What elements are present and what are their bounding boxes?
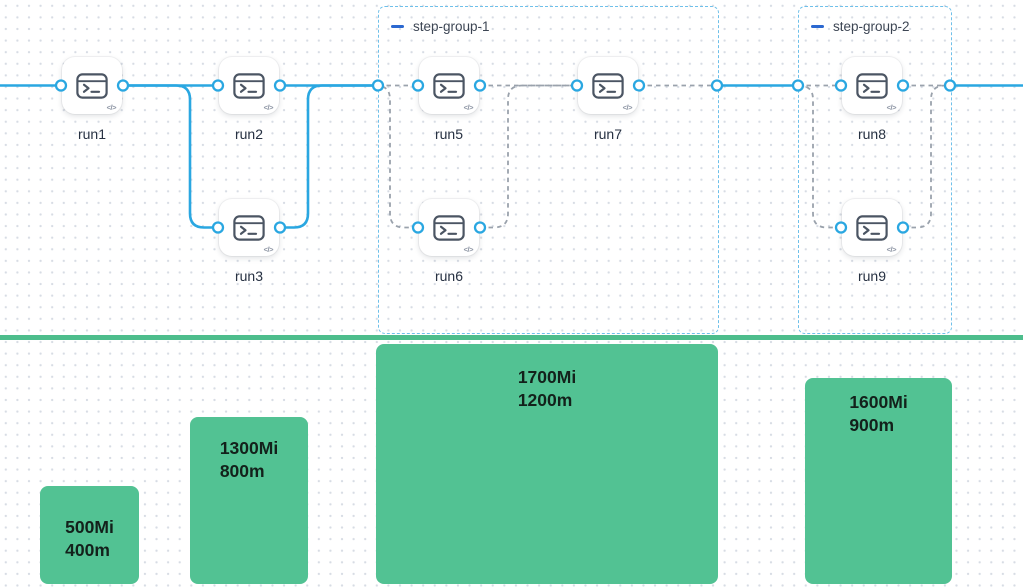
code-icon: </> — [263, 245, 274, 254]
port-run5-in[interactable] — [411, 79, 425, 92]
node-run3[interactable]: </> — [219, 199, 279, 256]
node-label: run2 — [234, 126, 264, 142]
code-icon: </> — [622, 103, 633, 112]
terminal-icon — [433, 214, 465, 241]
resource-bar: 1600Mi 900m — [805, 378, 952, 584]
port-group1-out[interactable] — [710, 79, 724, 92]
resource-divider — [0, 335, 1023, 340]
cpu-value: 800m — [219, 461, 265, 481]
code-icon: </> — [463, 245, 474, 254]
node-label: run1 — [77, 126, 107, 142]
resource-bar-label: 500Mi 400m — [65, 516, 114, 562]
port-group2-in[interactable] — [791, 79, 805, 92]
group-label: step-group-1 — [413, 19, 490, 34]
node-run1[interactable]: </> — [62, 57, 122, 114]
code-icon: </> — [463, 103, 474, 112]
node-label: run7 — [593, 126, 623, 142]
port-group1-in[interactable] — [371, 79, 385, 92]
terminal-icon — [233, 72, 265, 99]
port-run1-out[interactable] — [116, 79, 130, 92]
node-run9[interactable]: </> — [842, 199, 902, 256]
resource-bar: 1300Mi 800m — [190, 417, 308, 584]
node-run2[interactable]: </> — [219, 57, 279, 114]
node-label: run5 — [434, 126, 464, 142]
port-run6-out[interactable] — [473, 221, 487, 234]
node-run5[interactable]: </> — [419, 57, 479, 114]
port-run6-in[interactable] — [411, 221, 425, 234]
node-run8[interactable]: </> — [842, 57, 902, 114]
port-run7-in[interactable] — [570, 79, 584, 92]
memory-value: 1700Mi — [517, 367, 577, 387]
node-run7[interactable]: </> — [578, 57, 638, 114]
group-header: step-group-1 — [391, 20, 490, 34]
collapse-icon[interactable] — [391, 25, 404, 29]
memory-value: 500Mi — [65, 517, 114, 537]
port-run2-out[interactable] — [273, 79, 287, 92]
port-run2-in[interactable] — [211, 79, 225, 92]
port-run5-out[interactable] — [473, 79, 487, 92]
collapse-icon[interactable] — [811, 25, 824, 29]
port-run7-out[interactable] — [632, 79, 646, 92]
code-icon: </> — [263, 103, 274, 112]
port-run8-out[interactable] — [896, 79, 910, 92]
resource-bar-label: 1300Mi 800m — [220, 437, 278, 483]
resource-bar-label: 1600Mi 900m — [849, 391, 907, 437]
terminal-icon — [233, 214, 265, 241]
code-icon: </> — [886, 245, 897, 254]
node-label: run8 — [857, 126, 887, 142]
cpu-value: 1200m — [517, 390, 573, 410]
port-run8-in[interactable] — [834, 79, 848, 92]
terminal-icon — [76, 72, 108, 99]
port-run9-in[interactable] — [834, 221, 848, 234]
node-label: run3 — [234, 268, 264, 284]
code-icon: </> — [886, 103, 897, 112]
node-label: run9 — [857, 268, 887, 284]
port-run3-out[interactable] — [273, 221, 287, 234]
node-label: run6 — [434, 268, 464, 284]
group-header: step-group-2 — [811, 20, 910, 34]
group-label: step-group-2 — [833, 19, 910, 34]
resource-bar: 1700Mi 1200m — [376, 344, 718, 584]
cpu-value: 400m — [65, 540, 110, 560]
terminal-icon — [856, 214, 888, 241]
port-run1-in[interactable] — [54, 79, 68, 92]
resource-bar: 500Mi 400m — [40, 486, 139, 584]
port-group2-out[interactable] — [943, 79, 957, 92]
port-run9-out[interactable] — [896, 221, 910, 234]
node-run6[interactable]: </> — [419, 199, 479, 256]
terminal-icon — [856, 72, 888, 99]
port-run3-in[interactable] — [211, 221, 225, 234]
code-icon: </> — [106, 103, 117, 112]
cpu-value: 900m — [849, 415, 895, 435]
terminal-icon — [592, 72, 624, 99]
memory-value: 1600Mi — [849, 392, 908, 412]
resource-bar-label: 1700Mi 1200m — [518, 366, 576, 412]
memory-value: 1300Mi — [219, 438, 279, 458]
terminal-icon — [433, 72, 465, 99]
